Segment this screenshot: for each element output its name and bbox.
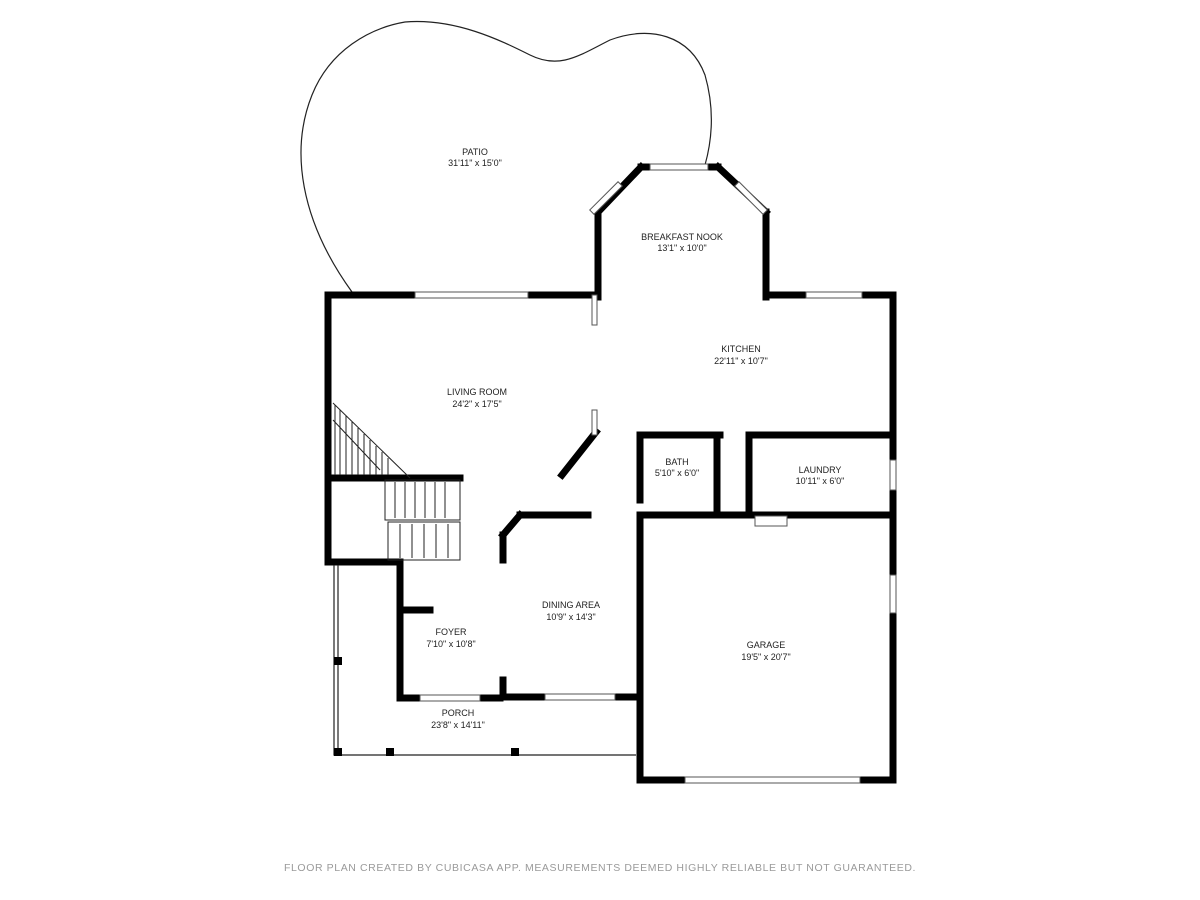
room-name-breakfast-nook: BREAKFAST NOOK [641, 232, 723, 242]
room-name-living-room: LIVING ROOM [447, 387, 507, 397]
room-dims-porch: 23'8" x 14'11" [431, 720, 485, 730]
room-dims-laundry: 10'11" x 6'0" [796, 476, 845, 486]
room-dims-bath: 5'10" x 6'0" [655, 468, 699, 478]
room-dims-garage: 19'5" x 20'7" [741, 652, 790, 662]
staircase [332, 402, 461, 561]
room-dims-kitchen: 22'11" x 10'7" [714, 356, 768, 366]
room-name-laundry: LAUNDRY [799, 465, 842, 475]
room-name-garage: GARAGE [747, 640, 786, 650]
porch-outline [333, 565, 636, 756]
room-labels: PATIO 31'11" x 15'0" BREAKFAST NOOK 13'1… [426, 147, 844, 730]
room-name-bath: BATH [665, 457, 688, 467]
footer-disclaimer: FLOOR PLAN CREATED BY CUBICASA APP. MEAS… [283, 862, 917, 874]
patio-outline [300, 20, 712, 293]
interior-walls [326, 294, 893, 702]
room-name-foyer: FOYER [435, 627, 467, 637]
room-name-kitchen: KITCHEN [721, 344, 761, 354]
room-name-dining-area: DINING AREA [542, 600, 600, 610]
room-dims-living-room: 24'2" x 17'5" [452, 399, 501, 409]
breakfast-nook-bay [589, 162, 771, 301]
room-dims-patio: 31'11" x 15'0" [448, 158, 502, 168]
room-name-patio: PATIO [462, 147, 488, 157]
garage-step [754, 515, 788, 527]
room-name-porch: PORCH [442, 708, 475, 718]
room-dims-breakfast-nook: 13'1" x 10'0" [657, 243, 706, 253]
room-dims-foyer: 7'10" x 10'8" [426, 639, 475, 649]
room-dims-dining-area: 10'9" x 14'3" [546, 612, 595, 622]
exterior-walls [324, 291, 897, 784]
